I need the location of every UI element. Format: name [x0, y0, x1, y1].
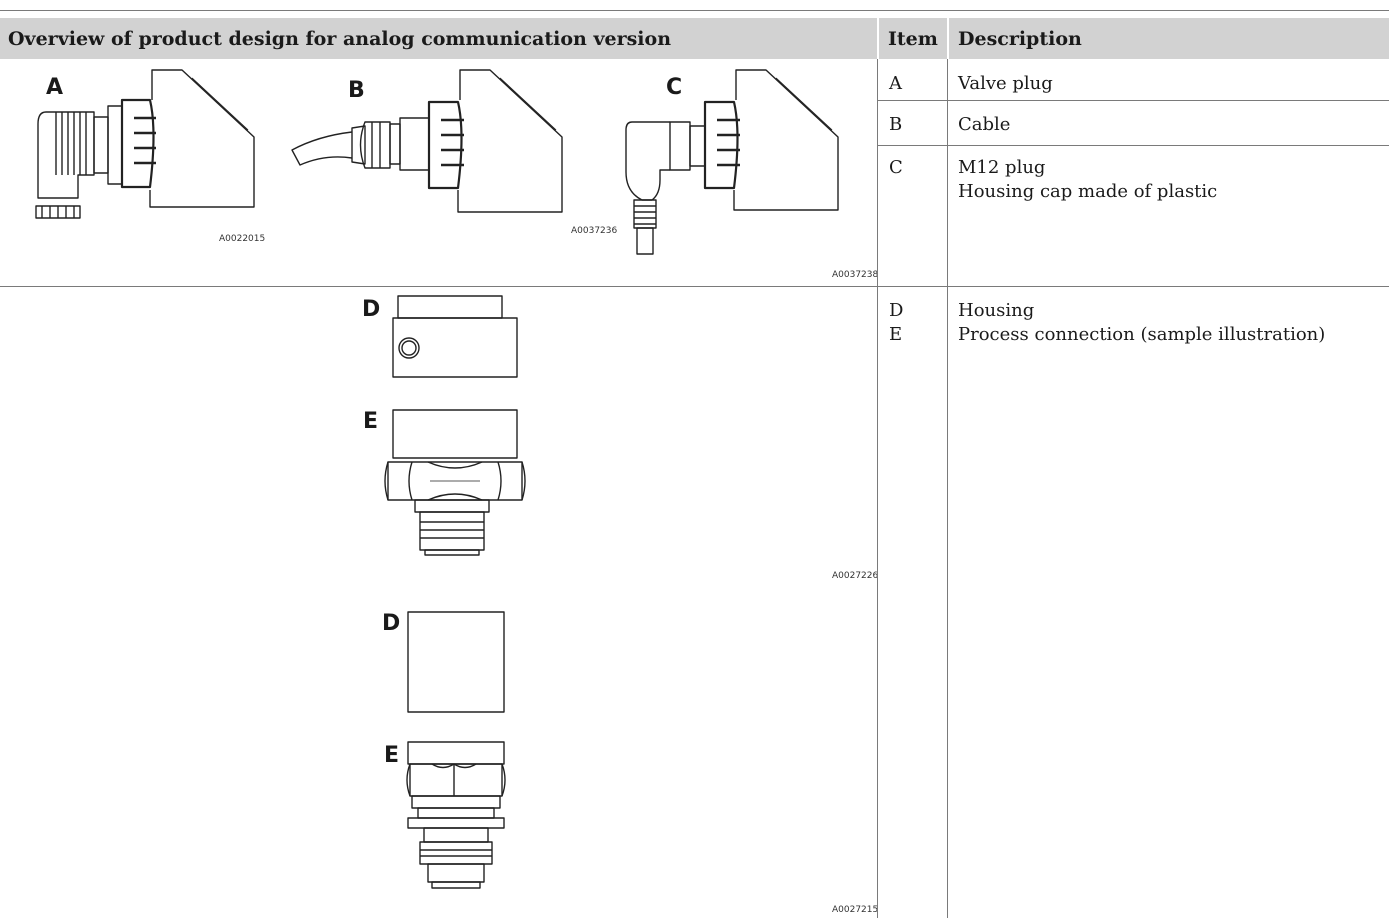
figure-label-e: E — [363, 409, 378, 434]
item-cell: A — [889, 73, 902, 94]
row-divider-cd — [0, 286, 1389, 287]
product-design-illustration: A B C D E D E A0022015 A0037236 A0037238… — [35, 69, 877, 915]
metal-housing-drawing — [392, 295, 518, 378]
figure-label-b: B — [348, 78, 365, 103]
description-line: Housing — [958, 300, 1035, 321]
figure-code: A0027226 — [832, 571, 877, 581]
header-cell-item — [879, 18, 947, 59]
figure-label-a: A — [46, 75, 63, 100]
description-line: Housing cap made of plastic — [958, 181, 1218, 202]
process-connection-drawing — [384, 409, 526, 556]
column-divider-2 — [947, 59, 948, 918]
figure-code: A0022015 — [219, 234, 265, 244]
top-rule — [0, 10, 1389, 11]
figure-label-d: D — [362, 297, 380, 322]
plastic-housing-drawing — [407, 611, 505, 713]
description-line: Process connection (sample illustration) — [958, 324, 1326, 345]
header-overview: Overview of product design for analog co… — [8, 28, 672, 50]
description-line: M12 plug — [958, 157, 1046, 178]
description-cell: Valve plug — [958, 73, 1053, 94]
figure-code: A0037236 — [571, 226, 618, 236]
figure-label-c: C — [666, 75, 682, 100]
row-divider-bc — [877, 145, 1389, 146]
figure-label-e: E — [384, 743, 399, 768]
item-cell: C — [889, 157, 903, 178]
figure-code: A0027215 — [832, 905, 877, 915]
cable-housing-drawing — [291, 69, 563, 213]
header-description: Description — [958, 28, 1082, 50]
header-cell-description — [949, 18, 1389, 59]
item-cell: D E — [889, 300, 904, 345]
figure-code: A0037238 — [832, 270, 877, 280]
valve-plug-housing-drawing — [35, 69, 255, 219]
item-cell: B — [889, 114, 903, 135]
header-item: Item — [888, 28, 938, 50]
process-connection-drawing — [406, 741, 506, 889]
m12-plug-housing-drawing — [625, 69, 839, 255]
row-divider-ab — [877, 100, 1389, 101]
column-divider-1 — [877, 59, 878, 918]
figure-label-d: D — [382, 611, 400, 636]
description-cell: Cable — [958, 114, 1011, 135]
header-cell-overview — [0, 18, 877, 59]
